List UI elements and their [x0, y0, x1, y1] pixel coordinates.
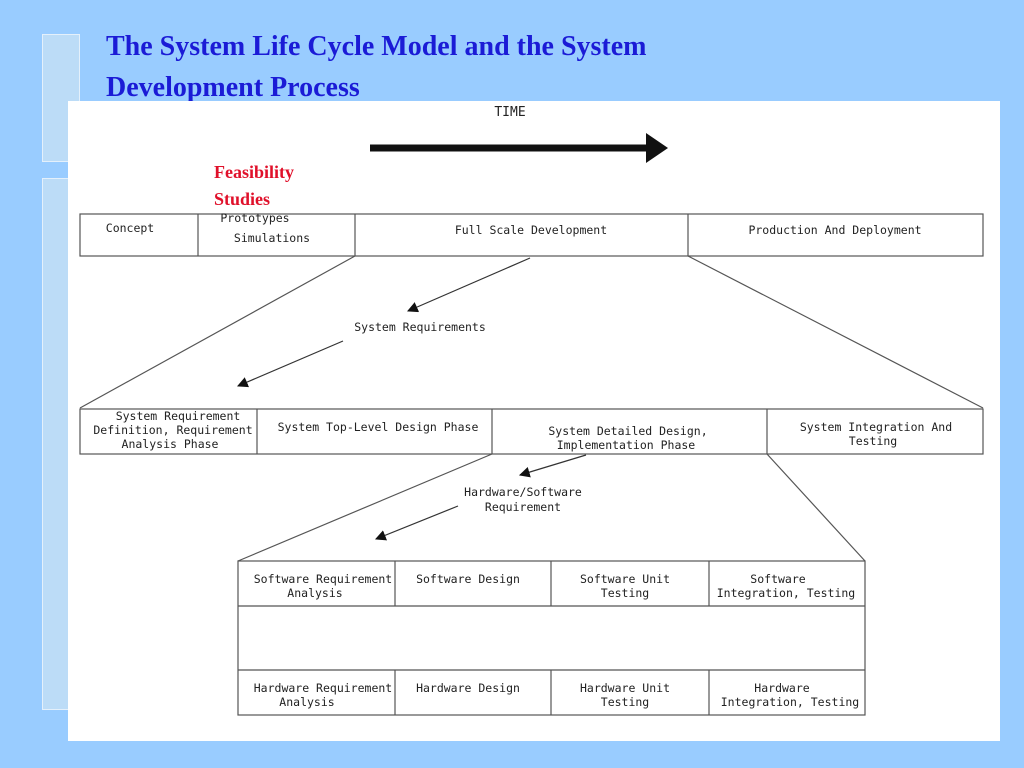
diagram-panel: TIME Concept Prototypes Simulations Full… — [68, 101, 1000, 741]
full-scale-cell: Full Scale Development — [455, 223, 607, 237]
sw-req-cell-line2: Analysis — [287, 586, 342, 600]
level3-grid — [237, 560, 866, 716]
sw-req-cell-line1: Software Requirement — [254, 572, 392, 586]
hw-integration-cell-line1: Hardware — [754, 681, 809, 695]
time-arrow-head — [646, 133, 668, 163]
req-def-cell-line1: System Requirement — [116, 409, 241, 423]
production-cell: Production And Deployment — [748, 223, 921, 237]
top-level-design-cell: System Top-Level Design Phase — [278, 420, 479, 434]
hw-sw-requirement-line2: Requirement — [485, 500, 561, 514]
hw-req-cell-line2: Analysis — [279, 695, 334, 709]
arrow-hwsw-to-level3 — [374, 505, 459, 541]
feasibility-line1: Feasibility — [214, 162, 294, 182]
hw-req-cell-line1: Hardware Requirement — [254, 681, 392, 695]
life-cycle-diagram: TIME Concept Prototypes Simulations Full… — [79, 105, 984, 716]
level2-bar — [79, 408, 984, 455]
feasibility-line2: Studies — [214, 189, 271, 209]
slide-title: The System Life Cycle Model and the Syst… — [106, 26, 826, 108]
background-decoration-top — [42, 34, 80, 162]
feasibility-studies-label: Feasibility Studies — [214, 159, 294, 213]
time-label: TIME — [494, 105, 525, 120]
hw-unit-cell-line2: Testing — [601, 695, 649, 709]
hw-integration-cell-line2: Integration, Testing — [721, 695, 859, 709]
integration-cell-line1: System Integration And — [800, 420, 952, 434]
expansion-lines-1 — [79, 255, 984, 409]
hw-unit-cell-line1: Hardware Unit — [580, 681, 670, 695]
arrow-full-scale-to-requirements — [407, 257, 531, 313]
sw-unit-cell-line2: Testing — [601, 586, 649, 600]
arrow-requirements-to-level2 — [237, 340, 344, 388]
req-def-cell-line2: Definition, Requirement — [93, 423, 252, 437]
sw-integration-cell-line1: Software — [750, 572, 805, 586]
sw-design-cell: Software Design — [416, 572, 520, 586]
level1-bar — [79, 213, 984, 257]
detailed-design-cell-line1: System Detailed Design, — [548, 424, 707, 438]
arrow-detailed-to-hwsw — [518, 454, 587, 478]
prototypes-cell-line2: Simulations — [234, 231, 310, 245]
prototypes-cell-line1: Prototypes — [220, 211, 289, 225]
hw-design-cell: Hardware Design — [416, 681, 520, 695]
slide-title-line2: Development Process — [106, 72, 360, 103]
sw-integration-cell-line2: Integration, Testing — [717, 586, 855, 600]
system-requirements-label: System Requirements — [354, 320, 486, 334]
hw-sw-requirement-line1: Hardware/Software — [464, 485, 582, 499]
detailed-design-cell-line2: Implementation Phase — [557, 438, 696, 452]
expansion-lines-2 — [237, 453, 866, 562]
integration-cell-line2: Testing — [849, 434, 897, 448]
req-def-cell-line3: Analysis Phase — [122, 437, 219, 451]
slide-title-line1: The System Life Cycle Model and the Syst… — [106, 31, 647, 62]
sw-unit-cell-line1: Software Unit — [580, 572, 670, 586]
concept-cell: Concept — [106, 221, 154, 235]
